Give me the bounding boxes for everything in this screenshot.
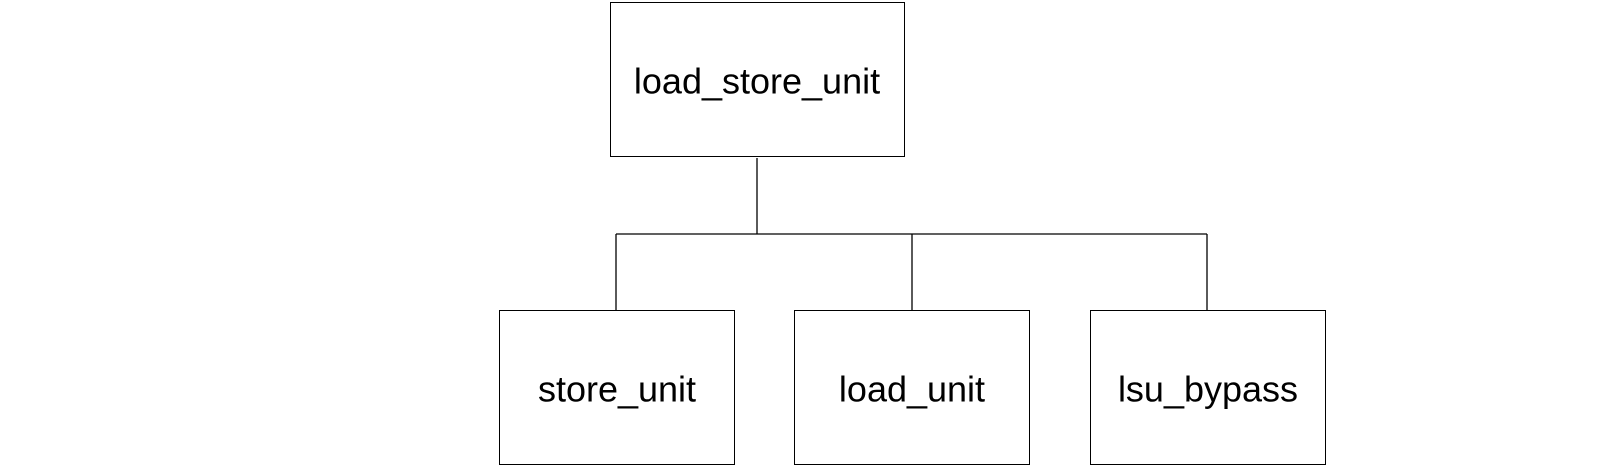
child-node-label: store_unit: [538, 369, 696, 410]
child-node-label: lsu_bypass: [1118, 369, 1298, 410]
child-node-load-unit[interactable]: load_unit: [794, 310, 1030, 465]
child-node-lsu-bypass[interactable]: lsu_bypass: [1090, 310, 1326, 465]
child-node-box: [794, 310, 1030, 465]
child-node-box: [499, 310, 735, 465]
child-node-box: [1090, 310, 1326, 465]
root-node-box: [610, 2, 905, 157]
child-node-store-unit[interactable]: store_unit: [499, 310, 735, 465]
child-node-label: load_unit: [839, 369, 985, 410]
root-node-load-store-unit[interactable]: load_store_unit: [610, 2, 905, 157]
connectors: [615, 158, 1208, 310]
root-node-label: load_store_unit: [634, 61, 880, 102]
